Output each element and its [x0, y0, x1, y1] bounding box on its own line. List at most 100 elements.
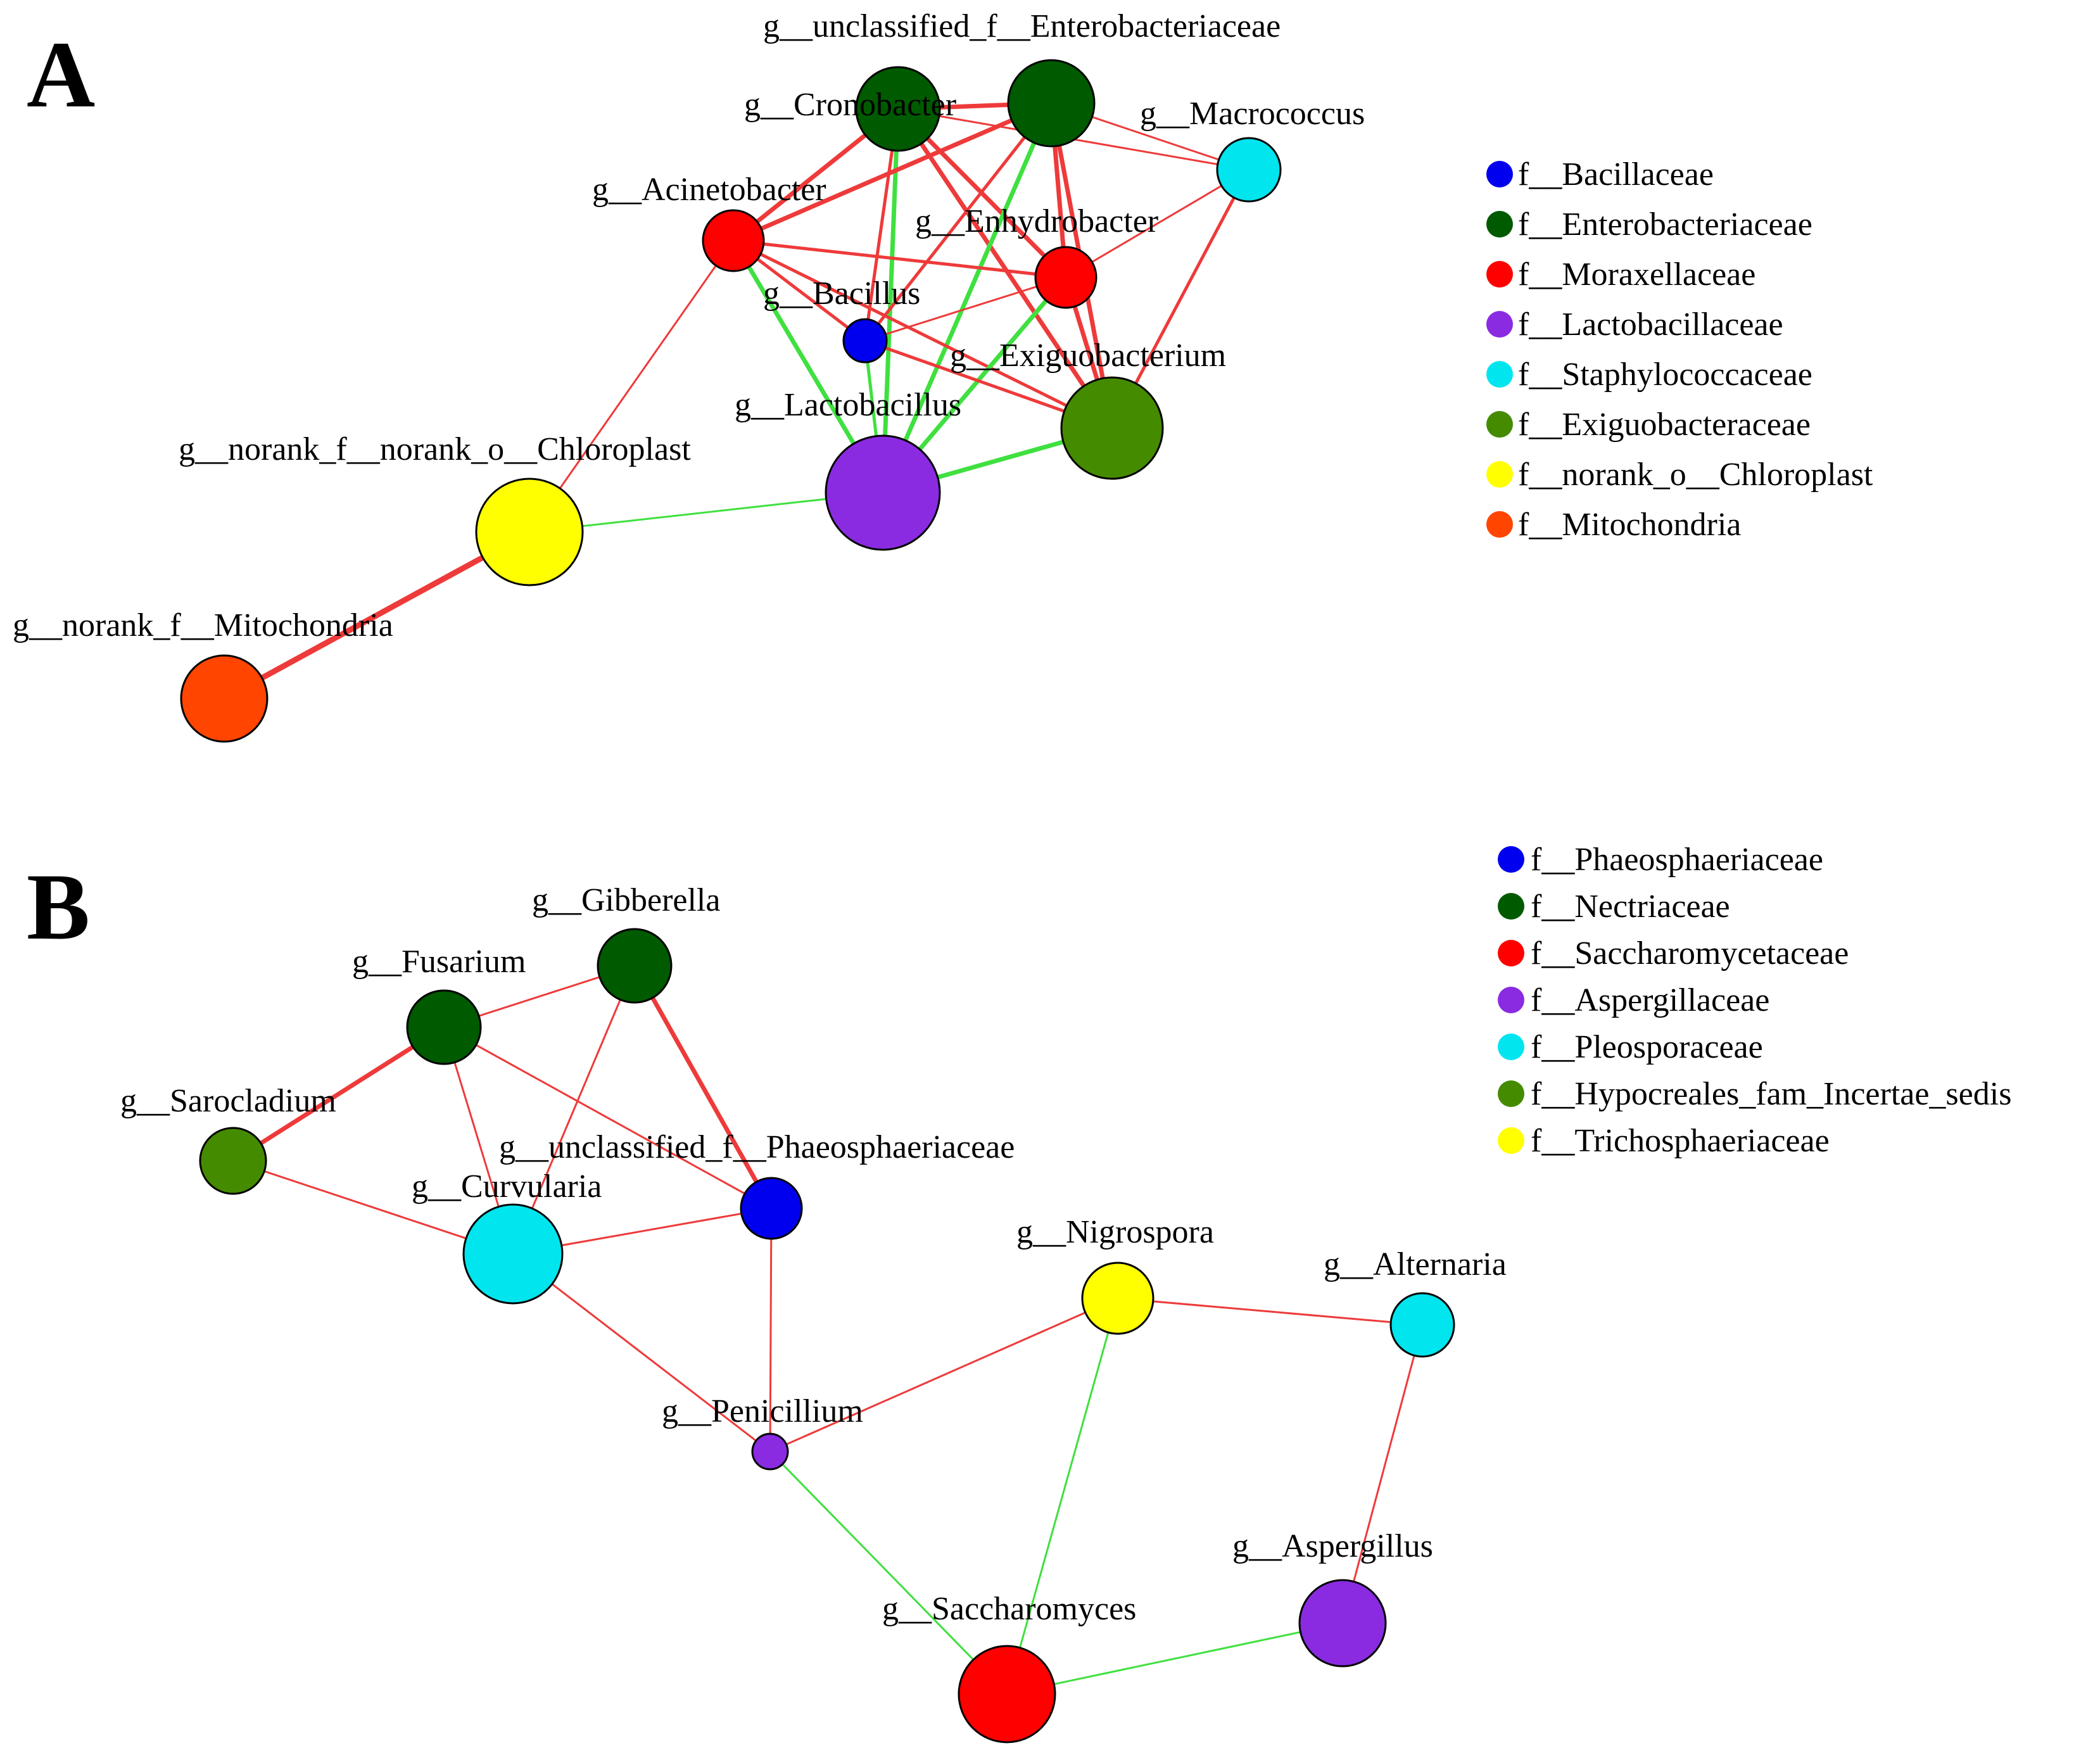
edge-macrococcus-enhydrobacter: [1065, 168, 1249, 279]
legend-marker-3: [1486, 311, 1513, 338]
node-nigrospora: [1081, 1262, 1154, 1335]
edge-enhydrobacter-bacillus: [864, 276, 1066, 342]
edge-acinetobacter-chloroplast: [528, 240, 735, 533]
node-label-lactobacillus: g__Lactobacillus: [735, 387, 961, 423]
legend-label-2: f__Moraxellaceae: [1518, 256, 1755, 293]
legend-label-6: f__norank_o__Chloroplast: [1518, 457, 1873, 493]
legend-marker-4: [1486, 361, 1513, 388]
node-cronobacter: [855, 66, 941, 152]
node-aspergillus: [1298, 1579, 1387, 1668]
edge-fusarium-sarocladium: [232, 1025, 445, 1163]
node-mitochondria: [180, 654, 269, 743]
legend-label-1: f__Nectriaceae: [1531, 889, 1730, 925]
node-layer-b: [199, 928, 1455, 1744]
edge-fusarium-unclassified_phaeo: [443, 1026, 772, 1210]
legend-b: f__Phaeosphaeriaceae f__Nectriaceae f__Sac…: [1498, 842, 2011, 1159]
panel-b: B g__Gibberellag__Fusariumg__Sarocladium…: [27, 842, 2011, 1744]
node-unclassified_phaeo: [740, 1177, 803, 1240]
edge-penicillium-nigrospora: [769, 1297, 1118, 1453]
legend-marker-5: [1486, 411, 1513, 438]
node-label-nigrospora: g__Nigrospora: [1016, 1214, 1214, 1250]
legend-marker-2: [1486, 261, 1513, 288]
node-label-saccharomyces: g__Saccharomyces: [882, 1591, 1136, 1627]
edge-unclassified_entero-lactobacillus: [880, 102, 1054, 494]
legend-label-5: f__Exiguobacteraceae: [1518, 407, 1811, 443]
node-alternaria: [1389, 1292, 1455, 1358]
edge-penicillium-saccharomyces: [769, 1450, 1008, 1695]
node-saccharomyces: [958, 1645, 1056, 1744]
legend-label-7: f__Mitochondria: [1518, 507, 1741, 543]
node-sarocladium: [199, 1127, 267, 1195]
label-layer-b: g__Gibberellag__Fusariumg__Sarocladiumg_…: [120, 882, 1507, 1627]
node-chloroplast: [475, 478, 584, 586]
legend-label-2: f__Saccharomycetaceae: [1531, 935, 1849, 971]
edge-nigrospora-saccharomyces: [1006, 1298, 1119, 1695]
legend-label-5: f__Hypocreales_fam_Incertae_sedis: [1531, 1076, 2011, 1112]
edge-alternaria-aspergillus: [1341, 1324, 1424, 1624]
legend-label-3: f__Lactobacillaceae: [1518, 307, 1783, 343]
node-label-cronobacter: g__Cronobacter: [744, 87, 956, 123]
edge-cronobacter-exiguobacterium: [896, 108, 1114, 429]
node-label-unclassified_phaeo: g__unclassified_f__Phaeosphaeriaceae: [499, 1129, 1015, 1165]
legend-label-0: f__Bacillaceae: [1518, 156, 1714, 193]
node-label-alternaria: g__Alternaria: [1324, 1246, 1507, 1282]
panel-letter-a: A: [27, 22, 95, 127]
node-curvularia: [462, 1203, 564, 1305]
panel-letter-b: B: [27, 854, 90, 959]
legend-marker-0: [1498, 846, 1524, 873]
node-label-curvularia: g__Curvularia: [412, 1168, 602, 1205]
legend-marker-7: [1486, 511, 1513, 538]
edge-chloroplast-mitochondria: [222, 529, 531, 701]
legend-marker-5: [1498, 1080, 1524, 1107]
node-label-enhydrobacter: g__Enhydrobacter: [915, 203, 1158, 239]
legend-label-4: f__Pleosporaceae: [1531, 1029, 1763, 1065]
legend-label-4: f__Staphylococcaceae: [1518, 357, 1812, 393]
node-label-unclassified_entero: g__unclassified_f__Enterobacteriaceae: [763, 8, 1281, 44]
node-label-bacillus: g__Bacillus: [763, 275, 920, 312]
panel-a: A g__Cronobacter g__unclassified_f__Enter…: [13, 8, 1873, 743]
node-fusarium: [406, 989, 482, 1065]
legend-marker-1: [1486, 211, 1513, 237]
legend-a: f__Bacillaceaef__Enterobacteriaceaef__Mo…: [1486, 156, 1873, 543]
node-label-penicillium: g__Penicillium: [662, 1393, 863, 1429]
node-layer-a: [180, 59, 1282, 743]
legend-marker-2: [1498, 940, 1524, 966]
legend-marker-1: [1498, 893, 1524, 920]
node-penicillium: [751, 1433, 789, 1471]
edge-unclassified_entero-acinetobacter: [732, 101, 1053, 243]
node-label-sarocladium: g__Sarocladium: [120, 1083, 336, 1119]
node-label-aspergillus: g__Aspergillus: [1232, 1528, 1433, 1564]
legend-marker-3: [1498, 987, 1524, 1013]
edge-lactobacillus-chloroplast: [529, 491, 883, 533]
edge-gibberella-curvularia: [512, 965, 636, 1255]
legend-marker-4: [1498, 1034, 1524, 1060]
node-unclassified_entero: [1007, 59, 1096, 148]
edge-gibberella-unclassified_phaeo: [632, 965, 774, 1210]
legend-label-0: f__Phaeosphaeriaceae: [1531, 842, 1823, 878]
node-label-exiguobacterium: g__Exiguobacterium: [950, 338, 1226, 374]
node-exiguobacterium: [1060, 376, 1164, 480]
legend-marker-6: [1486, 461, 1513, 488]
node-label-macrococcus: g__Macrococcus: [1140, 96, 1365, 132]
edge-unclassified_phaeo-penicillium: [769, 1208, 773, 1452]
node-macrococcus: [1216, 137, 1282, 203]
node-enhydrobacter: [1034, 246, 1097, 309]
node-label-fusarium: g__Fusarium: [352, 944, 526, 980]
node-bacillus: [842, 318, 888, 364]
label-layer-a: g__Cronobacter g__unclassified_f__Enterob…: [13, 8, 1365, 643]
edge-saccharomyces-aspergillus: [1006, 1622, 1343, 1695]
edge-layer-b: [232, 965, 1424, 1695]
node-label-mitochondria: g__norank_f__Mitochondria: [13, 607, 393, 643]
edge-acinetobacter-enhydrobacter: [733, 239, 1066, 279]
legend-label-3: f__Aspergillaceae: [1531, 982, 1769, 1018]
edge-nigrospora-alternaria: [1117, 1297, 1423, 1326]
node-label-acinetobacter: g__Acinetobacter: [592, 172, 826, 208]
legend-label-6: f__Trichosphaeriaceae: [1531, 1123, 1830, 1159]
legend-marker-6: [1498, 1127, 1524, 1154]
node-gibberella: [597, 928, 673, 1004]
edge-unclassified_entero-bacillus: [864, 102, 1053, 342]
edge-curvularia-penicillium: [512, 1253, 771, 1453]
edge-acinetobacter-exiguobacterium: [732, 239, 1113, 430]
node-label-chloroplast: g__norank_f__norank_o__Chloroplast: [179, 431, 691, 467]
